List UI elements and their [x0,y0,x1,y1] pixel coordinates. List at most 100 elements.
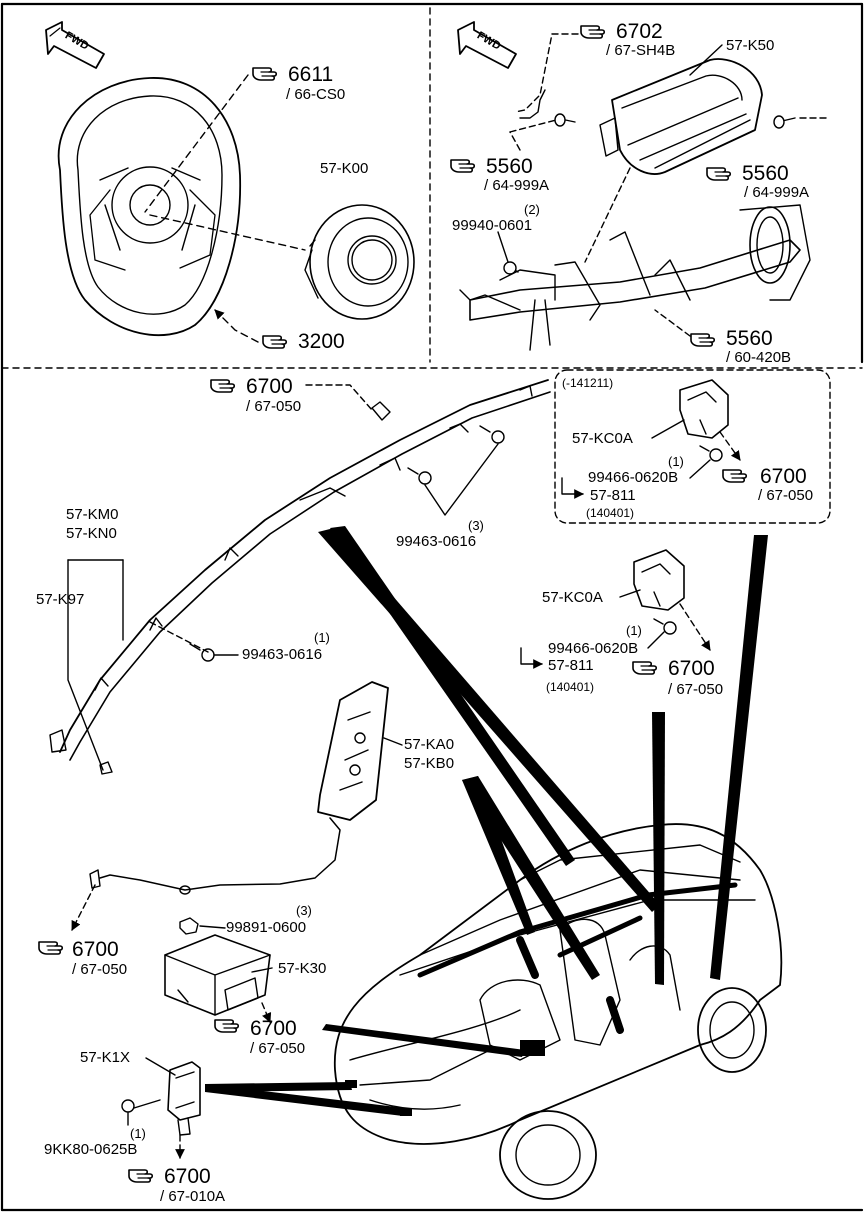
part-57-k00[interactable]: 57-K00 [320,160,369,177]
hand-pointer-icon [690,333,716,347]
leader-57k50 [689,44,723,76]
ref-5560-left[interactable]: 5560 [486,155,533,178]
hand-pointer-icon [722,469,748,483]
ref-6700-front-sub: / 67-010A [160,1188,226,1205]
part-99466-0620b-free[interactable]: 99466-0620B [548,640,639,657]
leader-99940 [497,231,509,263]
hand-pointer-icon [632,661,658,675]
ref-6702[interactable]: 6702 [616,20,663,43]
leader-6700-module [261,1002,272,1023]
side-sensor-drawing [679,379,729,462]
panel-dividers [1,7,863,369]
harness-connector-6702 [514,33,579,113]
fwd-arrow-icon [457,21,517,69]
passenger-airbag-drawing [599,58,763,175]
ref-6700-box[interactable]: 6700 [760,465,807,488]
leader-dash-mount [584,167,631,263]
nut-drawing [179,917,199,935]
hand-pointer-icon [210,379,236,393]
hand-pointer-icon [128,1169,154,1183]
part-57-811-box[interactable]: 57-811 [590,487,636,504]
part-99463-0616-a[interactable]: 99463-0616 [396,533,477,550]
ref-3200[interactable]: 3200 [298,330,345,353]
qty-99466-box: (1) [668,454,684,469]
part-99891-0600[interactable]: 99891-0600 [226,919,307,936]
hand-pointer-icon [262,335,288,349]
leader-99463-3 [424,443,499,516]
ref-6700-module-sub: / 67-050 [250,1040,306,1057]
part-57-k50[interactable]: 57-K50 [726,37,775,54]
qty-99463-3: (3) [468,518,484,533]
curtain-airbag-drawing [49,379,551,775]
hand-pointer-icon [580,25,606,39]
leader-99463-1b [149,621,209,653]
harness-6702 [519,89,546,119]
part-57-kb0[interactable]: 57-KB0 [404,755,455,772]
leader-57k30 [251,967,273,973]
fwd-arrow-icon [45,21,105,69]
qty-99466-free: (1) [626,623,642,638]
leader-6700-box [719,431,741,461]
leader-57ka0 [383,737,403,746]
ref-5560-left-sub: / 64-999A [484,177,550,194]
date-top: (-141211) [562,376,614,390]
date-bottom-free: (140401) [546,680,595,694]
part-57-k1x[interactable]: 57-K1X [80,1049,131,1066]
leader-6611 [144,74,249,213]
alt-part-arrow-box [561,477,584,499]
ref-5560-right[interactable]: 5560 [742,162,789,185]
part-99466-0620b-box[interactable]: 99466-0620B [588,469,679,486]
part-57-811-free[interactable]: 57-811 [548,657,594,674]
bolt-drawing [503,113,796,275]
part-57-kc0a-free[interactable]: 57-KC0A [542,589,603,606]
part-9kk80-0625b[interactable]: 9KK80-0625B [44,1141,138,1158]
leader-5560-left [509,131,521,151]
ref-6700-module[interactable]: 6700 [250,1017,297,1040]
part-99463-0616-b[interactable]: 99463-0616 [242,646,323,663]
leader-57k1x [145,1057,176,1076]
qty-99463-1: (1) [314,630,330,645]
ref-5560-bottom[interactable]: 5560 [726,327,773,350]
side-sensor-drawing [633,549,685,635]
part-57-km0[interactable]: 57-KM0 [66,506,119,523]
part-57-k30[interactable]: 57-K30 [278,960,327,977]
dash-crossmember-drawing [459,204,811,351]
leader-6700-seat [71,884,96,931]
part-57-k97[interactable]: 57-K97 [36,591,85,608]
ref-6611[interactable]: 6611 [288,63,334,86]
qty-99891: (3) [296,903,312,918]
ref-6700-seat[interactable]: 6700 [72,938,119,961]
seat-airbag-harness [99,817,341,891]
date-bottom-box: (140401) [586,506,635,520]
alt-part-arrow-free [520,647,543,669]
ref-6700-free-sub: / 67-050 [668,681,724,698]
leader-5560-bottom [654,309,691,337]
vehicle-sas-module [520,1040,545,1056]
seat-airbag-drawing [317,681,389,821]
leader-3200 [214,309,259,343]
part-99940-0601[interactable]: 99940-0601 [452,217,533,234]
qty-99940: (2) [524,202,540,217]
hand-pointer-icon [214,1019,240,1033]
part-57-ka0[interactable]: 57-KA0 [404,736,455,753]
leader-57k00 [149,214,306,251]
steering-wheel-drawing [57,77,242,337]
leader-57kc0a-free [619,589,641,598]
callout-pointers [205,526,768,1116]
leader-5560-left-2 [509,119,557,133]
bracket-57-k97 [67,559,124,771]
bolt-drawing [189,401,505,662]
ref-6700-front[interactable]: 6700 [164,1165,211,1188]
leader-99466-free [647,631,665,649]
leader-99891 [199,925,226,929]
part-57-kc0a-box[interactable]: 57-KC0A [572,430,633,447]
seat-connector [89,869,101,889]
ref-6700-top-sub: / 67-050 [246,398,302,415]
bolt-drawing [121,1099,161,1113]
part-57-kn0[interactable]: 57-KN0 [66,525,117,542]
ref-6700-top[interactable]: 6700 [246,375,293,398]
hand-pointer-icon [38,941,64,955]
ref-6700-free[interactable]: 6700 [668,657,715,680]
front-sensor-drawing [167,1061,201,1136]
